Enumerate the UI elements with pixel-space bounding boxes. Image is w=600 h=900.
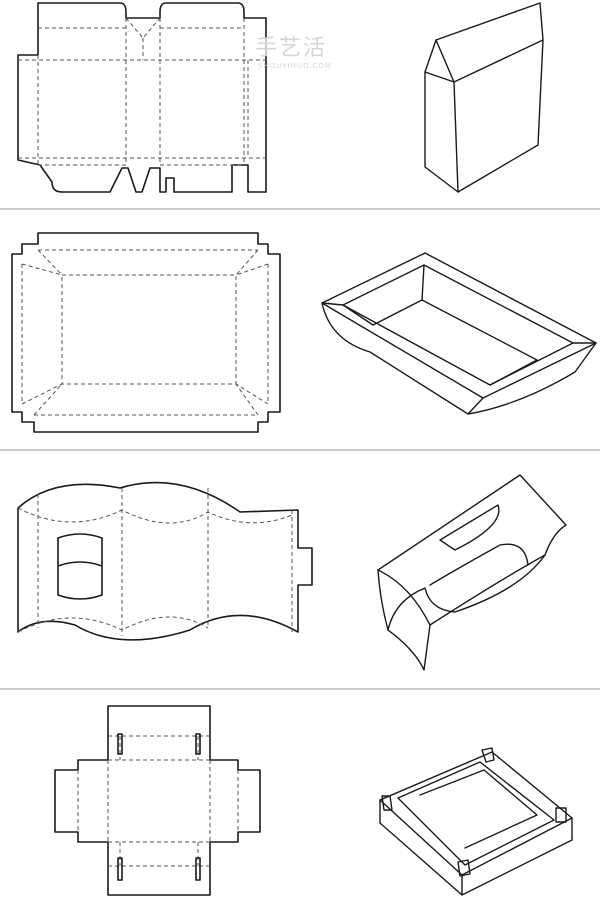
crate-template-outline: [54, 705, 261, 896]
watermark-logo-cn: 手艺活: [255, 36, 328, 61]
gable-box-assembled: [424, 2, 544, 193]
crate-outline: [379, 751, 573, 876]
tray-template-outline: [11, 232, 281, 433]
watermark-logo-en: SHOUYIHUO.COM: [258, 62, 332, 70]
tray-floor: [372, 299, 538, 386]
gable-box-template-folds: [18, 17, 266, 166]
pillow-box-template-folds: [17, 488, 293, 636]
row-dividers: [0, 208, 600, 690]
tray-outer-rim: [321, 252, 597, 399]
gable-box-edges: [424, 39, 544, 193]
crate-template-folds: [77, 735, 239, 867]
tray-side-walls: [321, 264, 597, 415]
gable-box-template-outline: [17, 2, 267, 193]
pillow-box-curves: [377, 504, 546, 631]
pillow-box-template-outline: [17, 481, 313, 641]
crate-template-slots: [117, 733, 201, 881]
tray-inner-rim: [342, 264, 574, 386]
pillow-box-assembled: [377, 474, 567, 671]
tray-template-folds: [21, 249, 269, 416]
gable-box-outline: [424, 2, 544, 193]
crate-walls: [379, 761, 573, 896]
tray-assembled: [321, 252, 597, 415]
crate-tabs: [381, 747, 567, 877]
tray-template: [11, 232, 281, 433]
pillow-box-outline: [377, 474, 567, 671]
pillow-box-template: [17, 481, 313, 641]
pillow-box-template-window: [57, 533, 103, 600]
crate-assembled: [379, 747, 573, 896]
crate-template: [54, 705, 261, 896]
gable-box-template: [17, 2, 267, 193]
